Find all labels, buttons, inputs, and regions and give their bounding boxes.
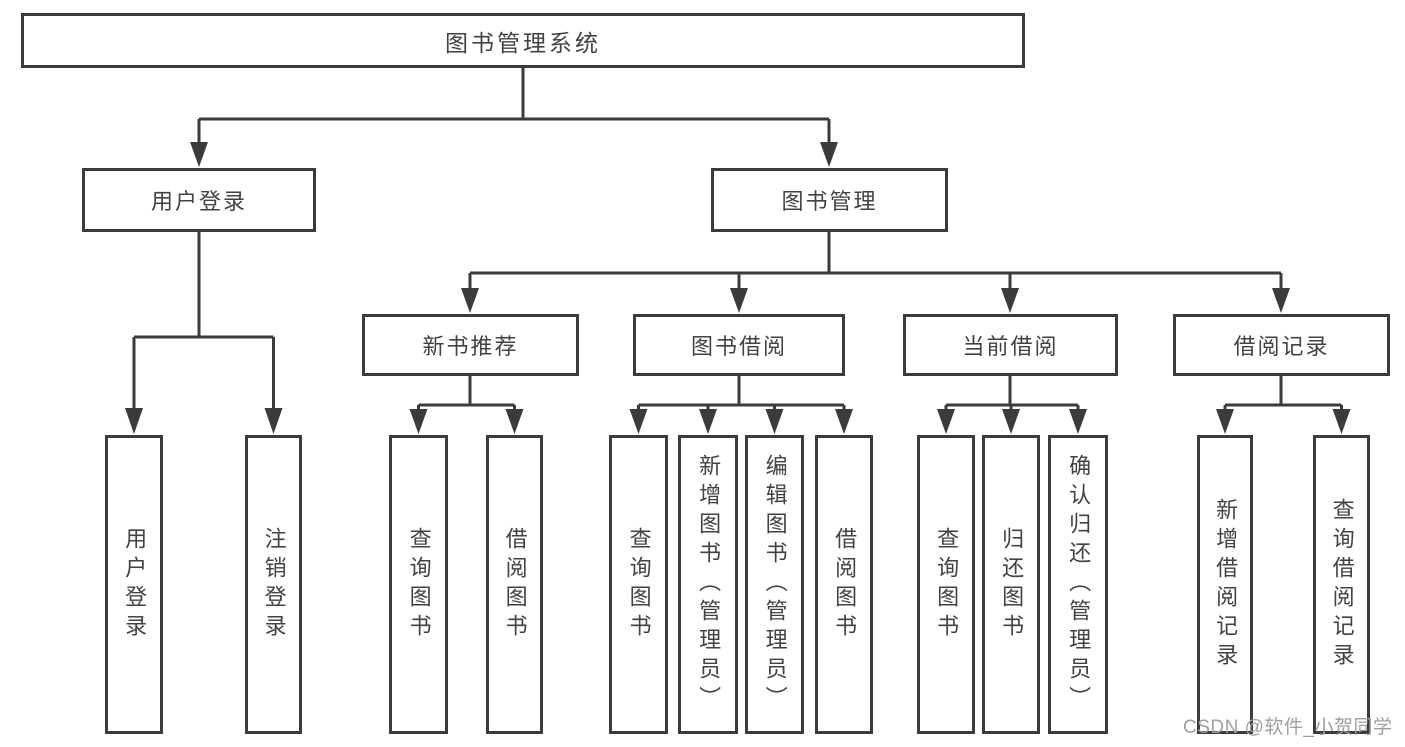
arrowhead [1272,288,1290,313]
connector-book-management [468,232,1283,291]
arrowhead [505,409,524,434]
leaf-borrow-book-recommend: 借阅图书 [486,435,543,734]
arrowhead [1216,409,1234,434]
node-root: 图书管理系统 [21,13,1025,68]
leaf-borrow-book-borrowing: 借阅图书 [815,435,873,734]
arrowhead [1001,288,1019,313]
node-borrowing-records: 借阅记录 [1173,314,1390,376]
node-book-management: 图书管理 [711,168,948,232]
leaf-edit-book-admin: 编辑图书（管理员） [745,435,804,734]
leaf-confirm-return-admin: 确认归还（管理员） [1048,435,1108,734]
connector-user-login [132,232,275,411]
arrowhead [409,409,428,434]
connector-current-borrow [944,376,1080,412]
arrowhead [1332,409,1351,434]
connector-book-borrow [637,376,846,412]
node-current-borrowing: 当前借阅 [903,314,1118,376]
arrowhead [629,409,648,434]
leaf-return-book: 归还图书 [982,435,1040,734]
connector-root [197,68,831,145]
arrowhead [820,142,838,167]
arrowhead [1002,409,1020,434]
arrowhead [1069,409,1087,434]
node-user-login: 用户登录 [82,168,316,232]
leaf-query-borrow-record: 查询借阅记录 [1313,435,1370,734]
arrowhead [730,288,748,313]
node-new-book-recommend: 新书推荐 [362,314,579,376]
node-book-borrowing: 图书借阅 [633,314,845,376]
leaf-query-book-recommend: 查询图书 [389,435,448,734]
connector-borrow-records [1223,376,1343,412]
arrowhead [937,409,955,434]
leaf-add-book-admin: 新增图书（管理员） [678,435,738,734]
arrowhead [125,408,143,434]
arrowhead [461,288,479,313]
leaf-query-book-borrowing: 查询图书 [609,435,668,734]
leaf-logout: 注销登录 [245,435,302,734]
arrowhead [190,142,208,167]
connector-new-book [417,376,516,412]
leaf-user-login: 用户登录 [105,435,163,734]
csdn-watermark: CSDN @软件_小贺同学 [1183,717,1393,738]
leaf-query-book-current: 查询图书 [917,435,975,734]
arrowhead [835,409,853,434]
arrowhead [765,409,784,434]
leaf-add-borrow-record: 新增借阅记录 [1197,435,1253,734]
arrowhead [264,408,283,434]
arrowhead [699,409,717,434]
